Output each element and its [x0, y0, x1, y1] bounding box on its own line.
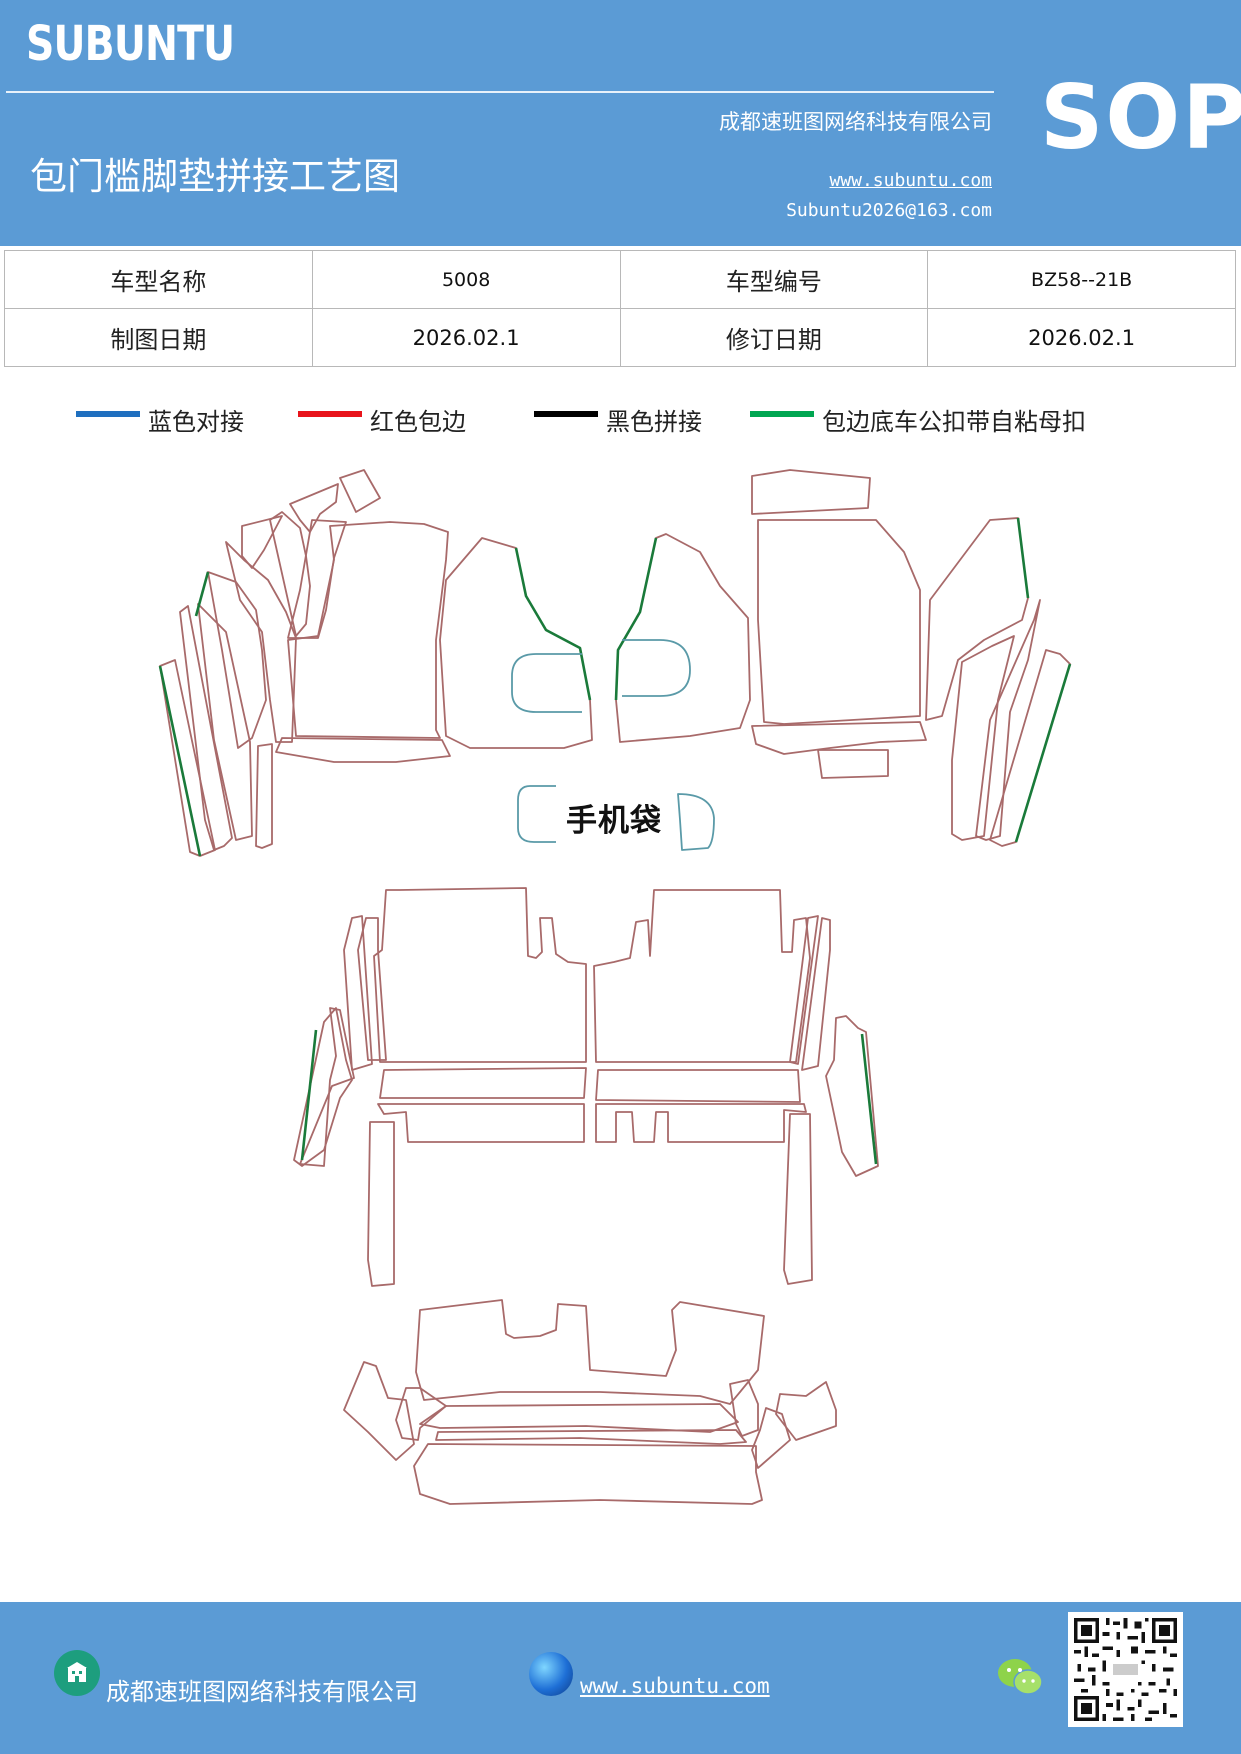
pattern-piece	[817, 749, 889, 779]
wechat-icon[interactable]	[996, 1656, 1044, 1698]
pattern-piece	[413, 1443, 763, 1505]
pattern-piece	[925, 517, 1029, 721]
butt-joint	[511, 653, 582, 713]
pattern-piece	[751, 721, 927, 755]
pattern-piece	[343, 1361, 415, 1461]
pattern-piece	[975, 599, 1041, 841]
pattern-piece	[595, 1069, 801, 1103]
revise-date-value: 2026.02.1	[927, 308, 1236, 367]
pattern-piece	[951, 635, 1015, 841]
velcro-edge	[194, 571, 210, 617]
legend-swatch-red	[298, 411, 362, 417]
pattern-piece	[757, 519, 921, 725]
velcro-edge	[1016, 517, 1030, 599]
pattern-piece	[377, 1103, 585, 1143]
pattern-piece	[783, 1113, 813, 1285]
draw-date-value: 2026.02.1	[311, 308, 621, 367]
color-legend: 蓝色对接 红色包边 黑色拼接 包边底车公扣带自粘母扣	[0, 400, 1241, 440]
building-icon	[54, 1650, 100, 1696]
revise-date-label: 修订日期	[619, 308, 929, 367]
pattern-piece	[275, 737, 451, 763]
document-title: 包门槛脚垫拼接工艺图	[30, 155, 400, 198]
velcro-edge	[514, 547, 592, 701]
spec-table: 车型名称 5008 车型编号 BZ58--21B 制图日期 2026.02.1 …	[4, 250, 1236, 367]
sop-badge: SOP	[1040, 66, 1241, 169]
phone-pocket-left	[517, 785, 556, 843]
pattern-piece	[367, 1121, 395, 1287]
pattern-piece	[293, 1007, 353, 1167]
legend-label-green: 包边底车公扣带自粘母扣	[822, 408, 1086, 436]
legend-swatch-blue	[76, 411, 140, 417]
velcro-edge	[158, 665, 202, 857]
pattern-piece	[373, 887, 587, 1063]
phone-pocket-label: 手机袋	[566, 803, 662, 839]
pattern-piece	[225, 541, 297, 743]
model-name-value: 5008	[311, 250, 621, 309]
legend-swatch-green	[750, 411, 814, 417]
draw-date-label: 制图日期	[4, 308, 313, 367]
pattern-piece	[615, 533, 751, 743]
brand-logo: SUBUNTU	[26, 16, 235, 72]
legend-label-red: 红色包边	[370, 408, 466, 436]
pattern-piece	[339, 469, 381, 513]
footer-banner: 成都速班图网络科技有限公司 www.subuntu.com	[0, 1602, 1241, 1754]
pattern-piece	[357, 917, 387, 1061]
pattern-piece	[595, 1103, 807, 1143]
pattern-piece	[789, 915, 819, 1065]
butt-joint	[622, 639, 691, 697]
pattern-piece	[269, 511, 311, 637]
pattern-piece	[207, 571, 267, 749]
company-name: 成都速班图网络科技有限公司	[719, 110, 992, 134]
pattern-piece	[159, 659, 216, 857]
pattern-piece	[775, 1381, 837, 1441]
footer-website-link[interactable]: www.subuntu.com	[580, 1674, 770, 1698]
legend-label-black: 黑色拼接	[606, 408, 702, 436]
table-row: 制图日期 2026.02.1 修订日期 2026.02.1	[4, 308, 1236, 367]
pattern-piece	[801, 917, 831, 1071]
pattern-piece	[287, 519, 347, 639]
table-row: 车型名称 5008 车型编号 BZ58--21B	[4, 250, 1236, 309]
globe-icon	[529, 1652, 573, 1696]
pattern-piece	[379, 1067, 587, 1099]
pattern-piece	[179, 605, 233, 851]
legend-label-blue: 蓝色对接	[148, 408, 244, 436]
pattern-piece	[435, 1429, 747, 1445]
pattern-piece	[729, 1379, 759, 1437]
header-banner: SUBUNTU 成都速班图网络科技有限公司 包门槛脚垫拼接工艺图 www.sub…	[0, 0, 1241, 246]
pattern-piece	[419, 1403, 739, 1433]
phone-pocket-right	[677, 793, 715, 851]
website-link[interactable]: www.subuntu.com	[829, 170, 992, 191]
model-name-label: 车型名称	[4, 250, 313, 309]
velcro-edge	[860, 1033, 878, 1165]
pattern-piece	[751, 1407, 791, 1469]
pattern-piece	[751, 469, 871, 515]
pattern-svg	[158, 469, 1072, 1505]
pattern-piece	[343, 915, 373, 1071]
pattern-piece	[825, 1015, 879, 1177]
qr-code[interactable]	[1068, 1612, 1183, 1727]
velcro-edge	[1014, 663, 1072, 843]
mat-pattern-diagram: 手机袋	[0, 450, 1241, 1520]
pattern-piece	[289, 483, 339, 533]
email-address: Subuntu2026@163.com	[786, 200, 992, 221]
header-divider	[6, 91, 994, 93]
pattern-piece	[593, 889, 811, 1063]
model-code-value: BZ58--21B	[927, 250, 1236, 309]
legend-swatch-black	[534, 411, 598, 417]
velcro-edge	[614, 537, 658, 701]
pattern-piece	[415, 1299, 765, 1405]
pattern-piece	[255, 743, 273, 849]
footer-company-name: 成都速班图网络科技有限公司	[106, 1678, 418, 1706]
pattern-piece	[197, 603, 253, 841]
pattern-piece	[287, 521, 449, 739]
velcro-edge	[300, 1029, 318, 1161]
model-code-label: 车型编号	[619, 250, 929, 309]
pattern-piece	[241, 515, 283, 569]
pattern-piece	[395, 1387, 447, 1441]
